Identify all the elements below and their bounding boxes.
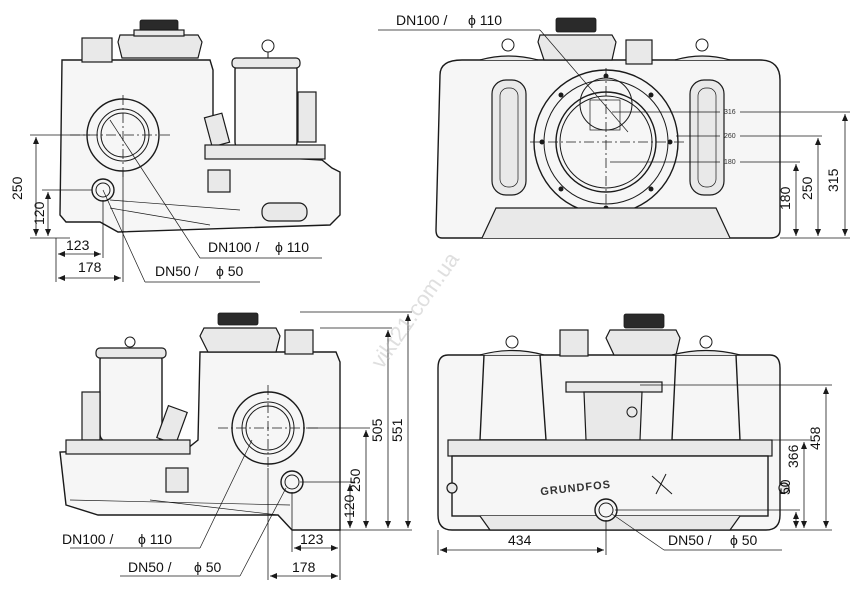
dim-123-bl: 123 bbox=[300, 531, 324, 547]
mark-316: 316 bbox=[724, 109, 736, 116]
dim-366-br: 366 bbox=[785, 444, 801, 468]
dim-178-tl: 178 bbox=[78, 259, 102, 275]
dim-505-bl: 505 bbox=[369, 418, 385, 442]
label-dn50-br: DN50 / bbox=[668, 532, 712, 548]
dim-50-br: 50 bbox=[777, 479, 793, 495]
dim-551-bl: 551 bbox=[389, 418, 405, 442]
mark-260: 260 bbox=[724, 133, 736, 140]
dim-180-tr: 180 bbox=[777, 186, 793, 210]
dim-120-tl: 120 bbox=[31, 201, 47, 225]
dim-250-tr: 250 bbox=[799, 176, 815, 200]
view-bottom-left: 551 505 250 120 123 178 DN100 / ϕ 110 DN… bbox=[59, 311, 412, 580]
view-bottom-right: GRUNDFOS 458 366 50 434 DN50 / ϕ 50 bbox=[437, 313, 832, 555]
view-top-right: 316 260 180 315 250 180 DN100 / ϕ 110 bbox=[378, 12, 850, 239]
label-phi110-bl: ϕ 110 bbox=[138, 531, 172, 547]
label-dn50-bl: DN50 / bbox=[128, 559, 172, 575]
dim-120-bl: 120 bbox=[341, 494, 357, 518]
view-top-left: 250 120 123 178 DN100 / ϕ 110 DN50 / ϕ 5… bbox=[9, 19, 341, 283]
brand-logo-icon bbox=[651, 473, 673, 495]
dim-458-br: 458 bbox=[807, 426, 823, 450]
dim-123-tl: 123 bbox=[66, 237, 90, 253]
label-phi110-tl: ϕ 110 bbox=[275, 239, 309, 255]
label-dn100-bl: DN100 / bbox=[62, 531, 113, 547]
dim-178-bl: 178 bbox=[292, 559, 316, 575]
dim-250-tl: 250 bbox=[9, 176, 25, 200]
label-dn50-tl: DN50 / bbox=[155, 263, 199, 279]
dim-434-br: 434 bbox=[508, 532, 532, 548]
label-phi50-br: ϕ 50 bbox=[730, 532, 758, 548]
mark-180: 180 bbox=[724, 159, 736, 166]
label-dn100-tr: DN100 / bbox=[396, 12, 447, 28]
dim-250-bl: 250 bbox=[347, 468, 363, 492]
dim-315-tr: 315 bbox=[825, 168, 841, 192]
label-phi50-tl: ϕ 50 bbox=[216, 263, 244, 279]
label-phi50-bl: ϕ 50 bbox=[194, 559, 222, 575]
watermark: vikt21.com.ua bbox=[366, 247, 465, 373]
label-dn100-tl: DN100 / bbox=[208, 239, 259, 255]
label-phi110-tr: ϕ 110 bbox=[468, 12, 502, 28]
